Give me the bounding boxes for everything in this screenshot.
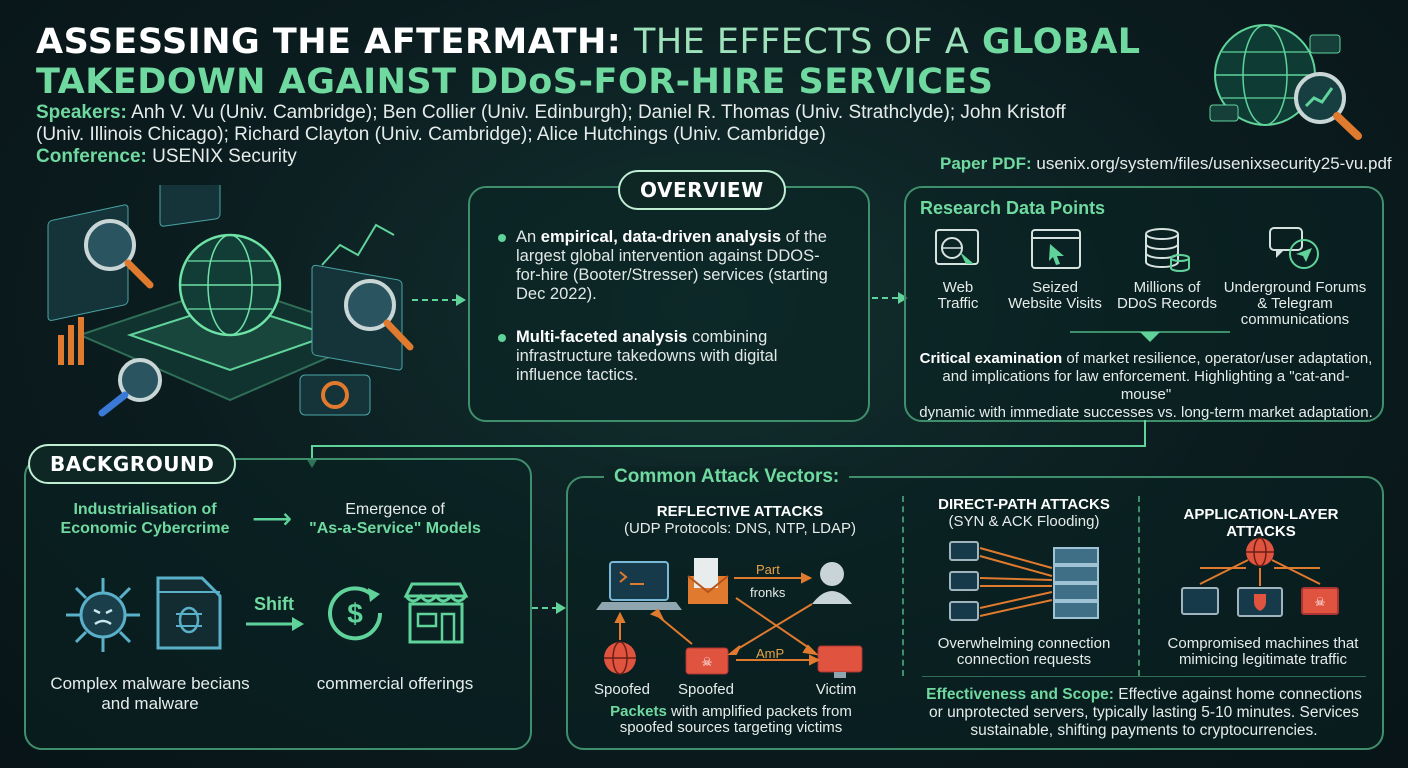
research-divider [1070, 331, 1230, 342]
spoofed-monitor-icon [685, 647, 729, 675]
vector-divider-1 [902, 496, 904, 676]
attacker-laptop-icon [609, 561, 669, 601]
web-traffic-icon [935, 229, 979, 272]
conference-value: USENIX Security [152, 146, 297, 167]
overview-bullet-2: Multi-faceted analysis combining infrast… [498, 328, 841, 385]
direct-subtitle: (SYN & ACK Flooding) [948, 513, 1100, 530]
arrow-to-research [872, 292, 908, 304]
speakers-label: Speakers: [36, 102, 127, 123]
direct-path-diagram [949, 541, 1099, 621]
spoofed-label-2: Spoofed [678, 681, 734, 698]
database-icon [1145, 228, 1190, 272]
background-heading: BACKGROUND [28, 444, 237, 484]
reflective-title: REFLECTIVE ATTACKS [656, 503, 824, 520]
shift-label: Shift [254, 594, 294, 614]
malware-document-icon [156, 576, 222, 650]
overview-bullet-1: An empirical, data-driven analysis of th… [498, 228, 841, 304]
shift-arrow-icon [246, 617, 304, 631]
title-line2: TAKEDOWN AGAINST DDoS-FOR-HIRE SERVICES [36, 62, 994, 102]
chat-icon [1269, 227, 1319, 269]
arrow-to-overview [412, 294, 466, 306]
background-arrow-icon: ⟶ [252, 503, 293, 534]
vector-divider-2 [1138, 496, 1140, 676]
reflective-subtitle: (UDP Protocols: DNS, NTP, LDAP) [623, 520, 856, 537]
svg-text:☠: ☠ [702, 655, 713, 669]
dollar-cycle-icon: $ [328, 586, 383, 641]
app-title: APPLICATION-LAYER ATTACKS [1183, 506, 1339, 540]
svg-text:$: $ [347, 598, 363, 629]
hacker-icon [812, 562, 852, 604]
server-stack-icon [1053, 547, 1099, 619]
research-summary: Critical examination of market resilienc… [919, 350, 1373, 421]
reflective-caption: Packets with amplified packets from spoo… [610, 703, 852, 736]
seized-site-icon [1031, 229, 1081, 269]
conference-label: Conference: [36, 146, 147, 167]
background-right-caption: commercial offerings [316, 674, 474, 693]
pdf-label: Paper PDF: [940, 154, 1032, 173]
virus-icon [66, 578, 140, 652]
overview-panel [468, 186, 870, 422]
research-panel [904, 186, 1384, 422]
victim-label: Victim [815, 681, 857, 698]
effectiveness-note: Effectiveness and Scope: Effective again… [926, 686, 1362, 739]
storefront-icon [403, 582, 469, 644]
page-title: ASSESSING THE AFTERMATH: THE EFFECTS OF … [36, 22, 1196, 102]
flow-label-2: fronks [750, 585, 786, 600]
direct-title: DIRECT-PATH ATTACKS [938, 496, 1110, 513]
application-layer-diagram: ☠ [1181, 537, 1339, 617]
title-line1-light: THE EFFECTS OF A [633, 22, 970, 62]
vectors-heading: Common Attack Vectors: [604, 466, 850, 488]
hero-globe-illustration [47, 185, 414, 417]
effect-divider [922, 676, 1366, 677]
flow-label-1: Part [756, 562, 780, 577]
victim-monitor-icon [817, 645, 863, 673]
svg-text:☠: ☠ [1315, 595, 1326, 609]
flow-label-3: AmP [756, 646, 785, 661]
overview-heading: OVERVIEW [618, 170, 786, 210]
spoofed-label-1: Spoofed [594, 681, 650, 698]
paper-pdf: Paper PDF: usenix.org/system/files/useni… [940, 154, 1392, 174]
arrow-to-vectors [532, 602, 566, 614]
speakers-line1: Anh V. Vu (Univ. Cambridge); Ben Collier… [131, 102, 1066, 123]
pdf-link[interactable]: usenix.org/system/files/usenixsecurity25… [1036, 154, 1392, 173]
globe-magnifier-illustration [1209, 24, 1362, 140]
speakers-block: Speakers: Anh V. Vu (Univ. Cambridge); B… [36, 102, 1136, 168]
background-right-title: Emergence of"As-a-Service" Models [309, 501, 481, 537]
title-line1-white: ASSESSING THE AFTERMATH: [36, 22, 622, 62]
title-line1-green: GLOBAL [981, 22, 1141, 62]
speakers-line2: (Univ. Illinois Chicago); Richard Clayto… [36, 124, 826, 145]
reflective-diagram: ☠ [596, 558, 863, 678]
research-heading: Research Data Points [920, 198, 1106, 218]
